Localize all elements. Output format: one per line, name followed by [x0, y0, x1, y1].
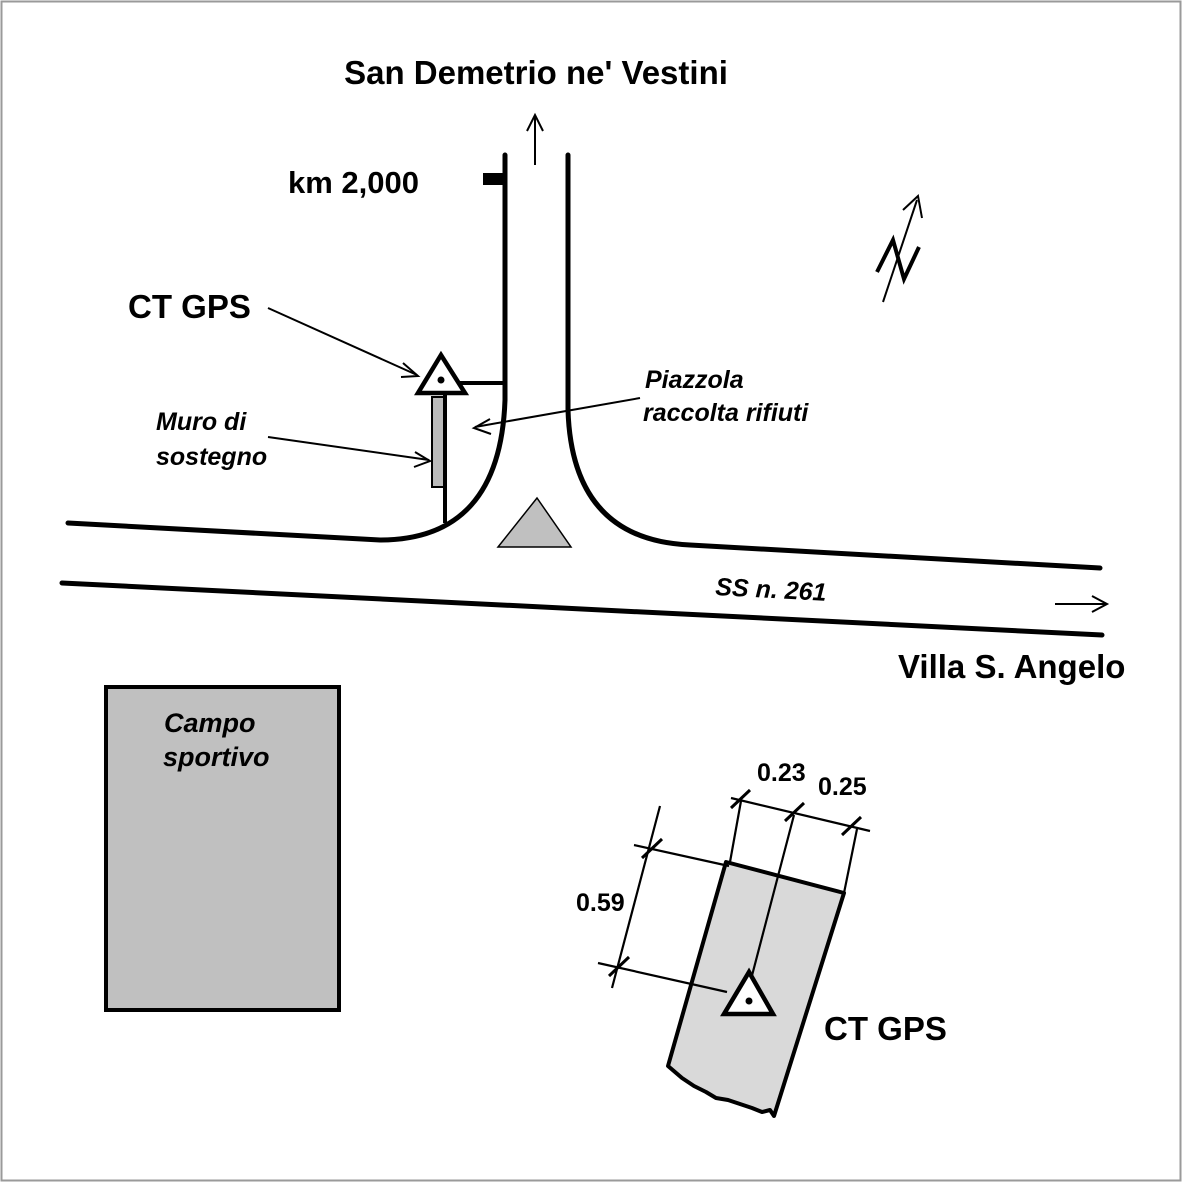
detail-drawing: [597, 788, 871, 1118]
north-destination-label: San Demetrio ne' Vestini: [344, 54, 728, 91]
triangle-dot-icon: [414, 350, 470, 396]
dimension-label-d2: 0.25: [818, 773, 867, 801]
dimension-label-d1: 0.23: [757, 759, 806, 787]
leader-ct-gps: [267, 307, 421, 378]
dim-line-top: [730, 796, 871, 833]
traffic-island: [496, 496, 573, 548]
dim-tick: [729, 788, 752, 810]
road-edge-lower: [59, 580, 1105, 638]
ct-gps-top-label: CT GPS: [128, 288, 251, 325]
dim-tick: [783, 801, 806, 823]
dim-tick: [607, 955, 631, 978]
right-arrow-icon: [1055, 595, 1110, 613]
dim-line-left: [610, 805, 662, 989]
retaining-wall: [431, 396, 445, 488]
up-arrow-icon: [526, 112, 544, 165]
road-name-label: SS n. 261: [715, 573, 827, 607]
ref-line-left-corner: [728, 800, 743, 863]
ct-gps-bottom-label: CT GPS: [824, 1010, 947, 1047]
piazzola-label-line1: Piazzola: [645, 366, 744, 394]
leader-muro: [267, 436, 433, 468]
campo-label-line1: Campo: [164, 708, 256, 738]
km-marker-label: km 2,000: [288, 165, 419, 200]
km-marker-post: [483, 173, 505, 185]
ref-line-right-corner: [842, 828, 859, 894]
ref-line-vertical: [747, 814, 796, 988]
road-edge-east-upper: [565, 152, 1103, 571]
north-arrow-icon: [875, 194, 923, 303]
dimension-label-d3: 0.59: [576, 889, 625, 917]
east-destination-label: Villa S. Angelo: [898, 648, 1125, 685]
dim-tick: [840, 815, 863, 837]
triangle-dot-icon: [720, 967, 777, 1017]
sports-field: [104, 685, 341, 1012]
muro-label-line1: Muro di: [156, 408, 247, 436]
muro-label-line2: sostegno: [156, 443, 267, 471]
campo-label-line2: sportivo: [163, 742, 270, 772]
piazzola-label-line2: raccolta rifiuti: [643, 399, 809, 427]
leader-piazzola: [471, 397, 641, 435]
dim-tick: [640, 837, 664, 860]
